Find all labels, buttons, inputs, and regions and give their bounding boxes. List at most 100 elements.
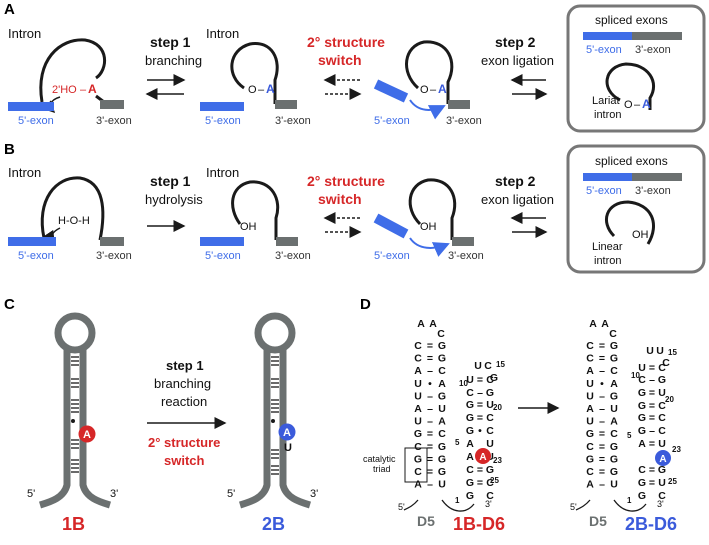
d6b-right-nt: C [658,425,666,437]
adenine-1b: A [83,429,91,441]
d5b-left-nt: U [586,378,594,390]
d6b-bond: = [649,477,655,489]
d6b-bond: = [649,362,655,374]
d5b-bond: – [599,365,605,377]
d5b-left-nt: U [586,390,594,402]
d5b-left-nt: C [586,441,594,453]
d6a-left-nt: C [466,464,474,476]
svg-text:5'-exon: 5'-exon [205,250,241,262]
d6b-bond: – [649,425,655,437]
hairpin-2b: A U 5' 3' [227,312,318,509]
d5a-right-nt: G [438,340,446,352]
panel-c-letter: C [4,296,15,313]
catalytic-triad-box [404,447,428,483]
d5b-left-nt: U [586,416,594,428]
d6a-left-nt: G [466,425,474,437]
d6b-right-nt: C [658,490,666,502]
svg-text:A: A [438,82,447,96]
d6b-right-nt: C [658,400,666,412]
d6b-bond: = [649,438,655,450]
d6b-right-nt: G [658,464,666,476]
d5a-left-nt: A [414,403,422,415]
svg-text:triad: triad [373,464,391,474]
d6b-left-nt: G [638,477,646,489]
svg-text:C: C [609,328,617,340]
d5a-right-nt: A [438,378,446,390]
d5a-left-nt: C [414,441,422,453]
svg-text:A: A [659,454,666,465]
d6a-bond: = [477,412,483,424]
svg-text:intron: intron [594,109,622,121]
d5b-right-nt: G [610,353,618,365]
svg-text:catalytic: catalytic [363,454,396,464]
svg-text:A: A [601,318,609,330]
d6a-right-nt: G [486,464,494,476]
d6b-right-nt: U [658,477,666,489]
intron-label-2: Intron [206,26,239,41]
d5b-bond: = [599,353,605,365]
svg-text:3'-exon: 3'-exon [275,250,311,262]
intron-strand [39,38,107,103]
step1-title: step 1 [150,34,191,50]
d5a-left-nt: C [414,353,422,365]
d5a-left-nt: U [414,416,422,428]
d5a-right-nt: G [438,453,446,465]
svg-text:A: A [417,318,425,330]
svg-text:2° structure: 2° structure [148,435,220,450]
svg-text:3': 3' [310,488,318,500]
svg-text:3': 3' [485,499,492,509]
label-1b: 1B [62,514,85,534]
d5b-right-nt: A [610,378,618,390]
svg-text:branching: branching [154,376,211,391]
svg-text:3'-exon: 3'-exon [635,44,671,56]
svg-text:spliced exons: spliced exons [595,13,668,27]
d5b-bond: – [599,403,605,415]
svg-text:O: O [248,84,257,96]
d6b-right-nt: G [658,374,666,386]
label-2b-d6: 2B-D6 [625,514,677,534]
switch-title-2: switch [318,52,362,68]
products-box-a [566,4,706,133]
d6b-bond: = [649,464,655,476]
svg-text:step 2: step 2 [495,173,536,189]
d5a-left-nt: C [414,340,422,352]
d5a-right-nt: G [438,441,446,453]
d6b-right-nt: U [658,387,666,399]
d6a-right-nt: C [486,477,494,489]
d5b-bond: = [599,340,605,352]
d6b-bond: – [649,374,655,386]
d5a-left-nt: C [414,466,422,478]
d6b-left-nt: G [638,412,646,424]
exon5-bar [8,102,54,111]
d5a-bond: – [427,416,433,428]
d6a-bond: = [477,399,483,411]
svg-text:3'-exon: 3'-exon [635,185,671,197]
d6b-loop-nt: U [646,345,654,357]
d6a-loop-nt: C [484,360,492,372]
d6a-right-nt: C [486,490,494,502]
d5a-right-nt: A [438,416,446,428]
svg-text:3'-exon: 3'-exon [275,115,311,127]
d6a-bond: • [478,425,482,437]
d6b-right-nt: U [658,438,666,450]
d5b-left-nt: C [586,353,594,365]
d5b-bond: – [599,416,605,428]
svg-text:C: C [437,328,445,340]
d6b-left-nt: G [638,425,646,437]
products-box-b [566,144,706,274]
svg-text:25: 25 [668,477,677,486]
d5b-right-nt: A [610,416,618,428]
d5a-bond: = [427,466,433,478]
svg-text:intron: intron [594,255,622,267]
d6a-right-nt: C [486,374,494,386]
svg-text:5'-exon: 5'-exon [374,115,410,127]
d5b-bond: = [599,441,605,453]
svg-text:5': 5' [27,488,35,500]
d5b-left-nt: C [586,340,594,352]
svg-text:3'-exon: 3'-exon [96,250,132,262]
d5-label: D5 [417,513,435,529]
